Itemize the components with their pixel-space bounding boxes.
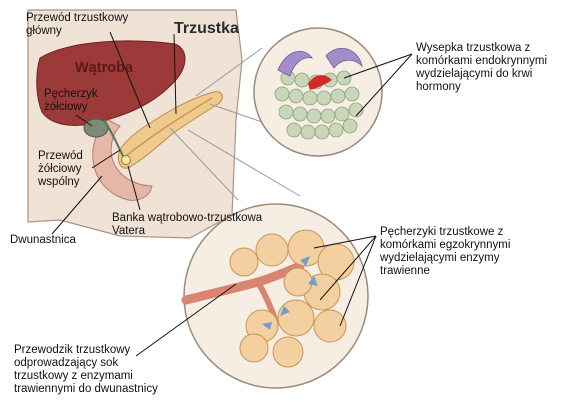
islet-magnified xyxy=(254,28,382,156)
label-gallbladder: Pęcherzyk żółciowy xyxy=(44,88,98,114)
label-duodenum: Dwunastnica xyxy=(10,234,76,247)
label-acini: Pęcherzyki trzustkowe z komórkami egzokr… xyxy=(380,226,510,278)
label-pancreas: Trzustka xyxy=(174,20,239,38)
label-ampulla-of-vater: Banka wątrobowo-trzustkowa Vatera xyxy=(112,212,262,238)
label-common-bile-duct: Przewód żółciowy wspólny xyxy=(38,150,83,189)
ampulla-of-vater xyxy=(122,156,131,165)
label-pancreatic-ductule: Przewodzik trzustkowy odprowadzający sok… xyxy=(14,344,158,396)
label-liver: Wątroba xyxy=(75,62,133,75)
label-islet: Wysepka trzustkowa z komórkami endokrynn… xyxy=(416,42,547,94)
label-main-pancreatic-duct: Przewód trzustkowy główny xyxy=(26,12,128,38)
